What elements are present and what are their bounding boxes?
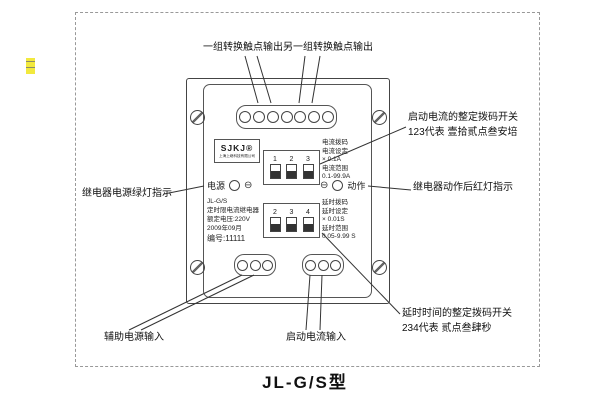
corner-screw-top-right [372,110,387,125]
power-label: 电源 [207,181,226,191]
dip-digit: 3 [289,209,294,216]
corner-screw-bottom-right [372,260,387,275]
dip-digit: 2 [289,156,294,163]
dip-unit: 1 [269,156,281,179]
action-red-led [332,180,344,191]
terminal-screw [236,259,248,271]
terminal-screw [294,111,307,123]
dip-unit: 2 [286,156,297,179]
terminal-screw [252,111,265,123]
diagram-title: JL-G/S型 [262,373,348,392]
dip-slider [302,217,314,232]
dip-unit: 3 [302,156,314,179]
dip-slider [269,164,281,179]
callout-contact-group-1: 一组转换触点输出 [203,42,283,53]
dip-switch-delay: 2 3 4 [263,203,320,238]
action-label: 动作 [347,181,366,191]
text-line: 电流范围 [322,164,348,172]
dip-unit: 2 [269,209,281,232]
terminal-screw [317,259,329,271]
text-line: 额定电压:220V [207,216,250,223]
brand-plate: SJKJ® 上海上继科技有限公司 [214,139,260,163]
terminal-screw [330,259,342,271]
terminal-screw [266,111,279,123]
terminal-screw [322,111,335,123]
text-line: 定时限电流继电器 [207,207,259,214]
terminal-screw [280,111,293,123]
dip-slider [302,164,314,179]
callout-power-green-led: 继电器电源绿灯指示 [82,188,172,199]
dip-digit: 2 [273,209,277,216]
callout-delay-dip-line2: 234代表 贰点叁肆秒 [402,323,492,334]
current-setting-text: 电流拨码 电流设定 × 0.1A 电流范围 0.1-99.9A [322,139,350,182]
terminal-screw [308,111,321,123]
dip-digit: 1 [273,156,277,163]
callout-start-current-input: 启动电流输入 [286,332,346,343]
terminal-screw [238,111,251,123]
terminal-screw [262,259,274,271]
callout-delay-dip-line1: 延时时间的整定拨码开关 [402,308,512,319]
dip-digit: 3 [306,156,310,163]
text-line: 延时范围 [322,224,348,232]
margin-highlight-mark [26,58,35,74]
text-line: JL-G/S [207,198,228,205]
text-line: 延时设定 [322,207,348,215]
text-line: 延时拨码 [322,199,348,206]
screw-minus-icon: ⊖ [320,179,329,191]
text-line: × 0.1A [322,156,341,163]
callout-contact-group-2: 另一组转换触点输出 [283,42,373,53]
dip-slider [286,164,297,179]
terminal-screw [304,259,316,271]
text-line: 2009年09月 [207,225,242,232]
serial-number: 编号:11111 [207,234,246,243]
callout-aux-power-input: 辅助电源输入 [104,332,164,343]
callout-current-dip-line1: 启动电流的整定拨码开关 [408,112,518,123]
brand-text: SJKJ® [220,143,254,153]
dip-switch-current: 1 2 3 [263,150,320,185]
delay-setting-text: 延时拨码 延时设定 × 0.01S 延时范围 0.05-9.99 S [322,199,356,242]
company-text: 上海上继科技有限公司 [219,153,255,158]
dip-unit: 4 [302,209,314,232]
top-terminal-strip [236,105,337,129]
power-green-led [229,180,241,191]
dip-digit: 4 [306,209,310,216]
action-indicator-row: ⊖ 动作 [320,179,365,192]
screw-minus-icon: ⊖ [244,179,253,191]
terminal-screw [249,259,261,271]
nameplate-text: JL-G/S 定时限电流继电器 额定电压:220V 2009年09月 编号:11… [207,197,259,243]
dip-slider [269,217,281,232]
dip-unit: 3 [286,209,297,232]
corner-screw-top-left [190,110,205,125]
bottom-terminal-strip-right [302,254,344,276]
text-line: × 0.01S [322,216,345,223]
power-indicator-row: 电源 ⊖ [207,179,252,192]
bottom-terminal-strip-left [234,254,276,276]
text-line: 0.05-9.99 S [322,233,356,240]
corner-screw-bottom-left [190,260,205,275]
callout-action-red-led: 继电器动作后红灯指示 [413,182,513,193]
text-line: 电流设定 [322,147,348,155]
text-line: 电流拨码 [322,139,348,146]
callout-current-dip-line2: 123代表 壹拾贰点叁安培 [408,127,518,138]
dip-slider [286,217,297,232]
text-line: 0.1-99.9A [322,173,351,180]
